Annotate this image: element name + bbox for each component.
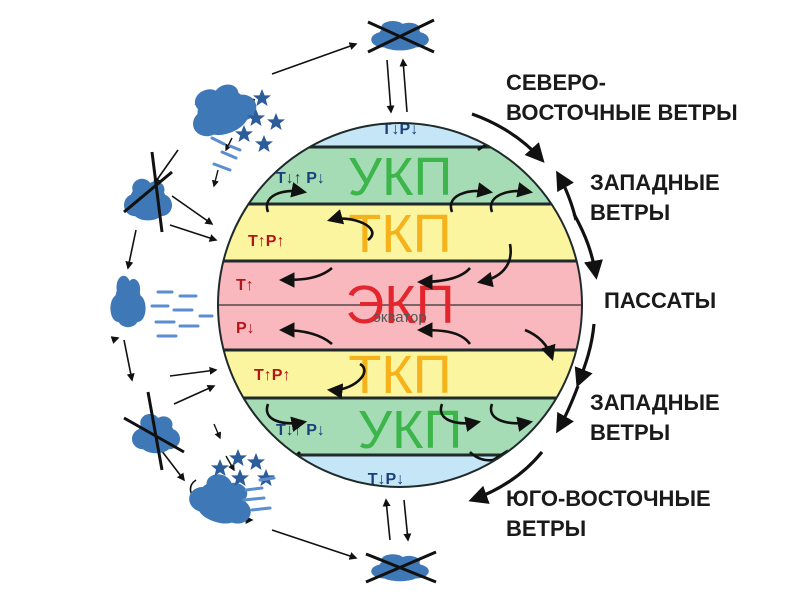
arrow: [125, 229, 137, 270]
cloud-icon: [110, 275, 146, 328]
cloud-icon: [180, 73, 264, 146]
arrow: [225, 455, 235, 472]
wind-arrow: [439, 403, 482, 432]
wind-arc-trade-south: [574, 323, 596, 388]
rain: [150, 136, 276, 512]
label-westerlies-north: ЗАПАДНЫЕ ВЕТРЫ: [590, 168, 720, 228]
arrow: [213, 423, 222, 440]
left-edge-arrows: [211, 137, 235, 472]
wind-arc-northeast: [471, 112, 545, 163]
zone-ekp: ЭКП: [345, 275, 454, 335]
arrow: [153, 149, 179, 186]
arrow: [123, 339, 135, 382]
wind-arrow: [278, 266, 333, 288]
arrow: [169, 224, 218, 242]
zone-ukp-north: УКП: [348, 147, 453, 207]
label-line: ВЕТРЫ: [506, 516, 587, 541]
star-icon: [267, 113, 285, 130]
arrow: [271, 42, 358, 75]
label-line: ПАССАТЫ: [604, 288, 717, 313]
wind-arc-west-north: [556, 170, 578, 221]
label-westerlies-south: ЗАПАДНЫЕ ВЕТРЫ: [590, 388, 720, 448]
tp-polar-south: Т↓Р↓: [368, 471, 404, 488]
star-icon: [255, 135, 273, 152]
arrow: [399, 58, 408, 113]
label-southeast-winds: ЮГО-ВОСТОЧНЫЕ ВЕТРЫ: [506, 484, 711, 544]
cloud-icon: [124, 178, 172, 221]
wind-arrow: [524, 328, 556, 361]
tp-tropic-north: Т↑Р↑: [248, 233, 284, 250]
label-line: ЗАПАДНЫЕ: [590, 170, 720, 195]
wind-arrow: [476, 243, 512, 288]
label-line: ЗАПАДНЫЕ: [590, 390, 720, 415]
arrow: [403, 499, 412, 542]
wind-arc-trade-north: [572, 213, 603, 280]
wind-arrow: [265, 182, 308, 213]
label-line: СЕВЕРО-: [506, 70, 606, 95]
surface-wind-arcs: [468, 112, 603, 504]
label-trade-winds: ПАССАТЫ: [604, 286, 716, 316]
tp-eq-top: Т↑: [236, 277, 254, 294]
label-line: ВЕТРЫ: [590, 200, 671, 225]
wind-arrow: [265, 403, 308, 432]
star-icon: [247, 453, 265, 470]
arrow: [386, 59, 395, 114]
zone-tkp-north: ТКП: [348, 204, 451, 264]
outer-cell-arrows: [110, 42, 412, 560]
cross-icon: [123, 151, 173, 233]
arrow: [169, 366, 218, 377]
arrow: [271, 529, 358, 560]
zone-ukp-south: УКП: [358, 400, 463, 460]
tp-tropic-south: Т↑Р↑: [254, 367, 290, 384]
arrow: [225, 137, 233, 152]
tp-eq-bottom: Р↓: [236, 320, 255, 337]
label-line: ЮГО-ВОСТОЧНЫЕ: [506, 486, 711, 511]
wind-arc-southeast: [468, 450, 544, 504]
arrow: [382, 498, 391, 541]
wind-arrow: [326, 362, 366, 399]
band-tropic-north: [218, 204, 582, 261]
cloud-crosses: [123, 18, 437, 584]
wind-arrow: [416, 267, 471, 290]
wind-arrow: [326, 209, 374, 242]
equator-label: экватор: [373, 309, 426, 326]
tp-temperate-north: Т↓↑ Р↓: [276, 170, 325, 187]
wind-arrow: [489, 403, 534, 432]
wind-arrow: [489, 182, 534, 213]
zone-tkp-south: ТКП: [348, 345, 451, 405]
arrow: [171, 195, 214, 225]
arrow: [211, 169, 219, 188]
label-northeast-winds: СЕВЕРО- ВОСТОЧНЫЕ ВЕТРЫ: [506, 68, 738, 128]
globe-outline: [217, 122, 583, 488]
globe-bands: УКП ТКП ЭКП экватор ТКП УКП Т↓Р↓ Т↓↑ Р↓ …: [218, 121, 582, 488]
tp-polar-north: Т↓Р↓: [382, 121, 418, 138]
band-tropic-south: [218, 350, 582, 398]
cross-icon: [123, 391, 185, 471]
arrow: [173, 384, 216, 405]
tp-temperate-south: Т↓↑ Р↓: [276, 422, 325, 439]
wind-arrow: [449, 182, 494, 213]
wind-arrow: [268, 135, 301, 153]
cross-icon: [367, 18, 435, 54]
star-icon: [229, 449, 247, 466]
label-line: ВЕТРЫ: [590, 420, 671, 445]
arrow: [110, 336, 120, 344]
star-icon: [211, 459, 229, 476]
wind-arc-west-south: [556, 385, 580, 434]
wind-arrow: [416, 322, 472, 345]
label-line: ВОСТОЧНЫЕ ВЕТРЫ: [506, 100, 738, 125]
wind-arrow: [278, 322, 333, 346]
cross-icon: [365, 550, 437, 584]
